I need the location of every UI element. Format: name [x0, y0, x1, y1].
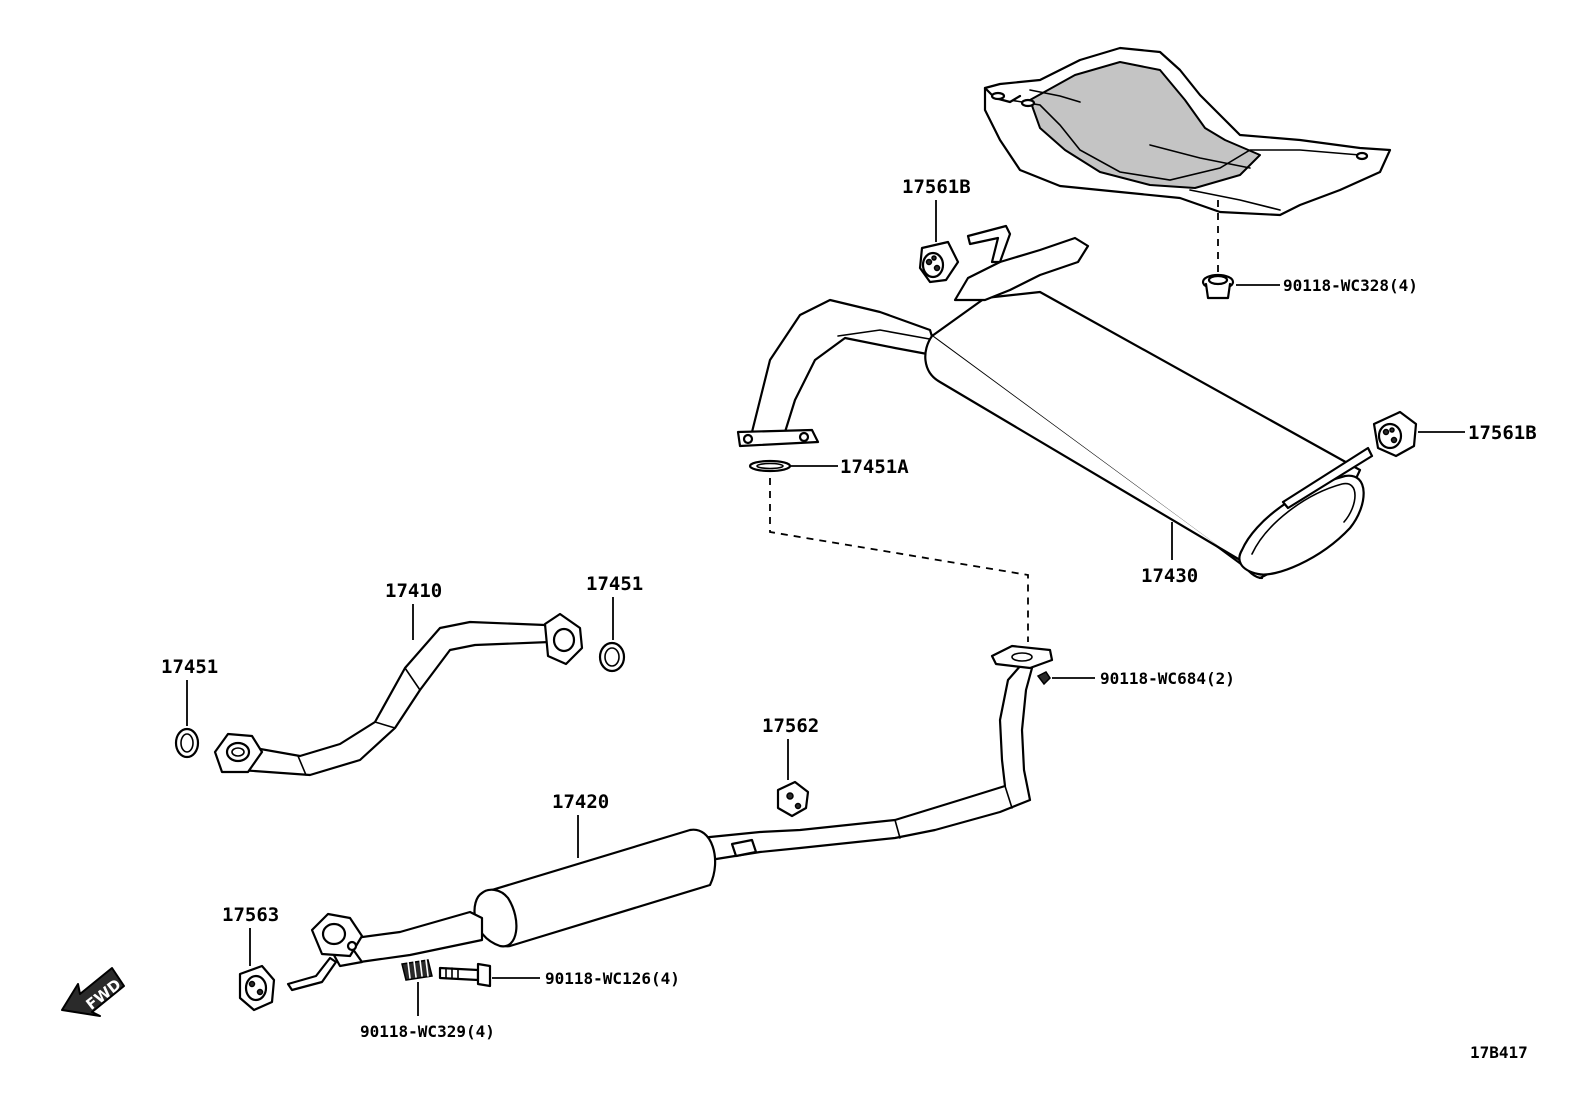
- label-front-pipe: 17410: [385, 580, 442, 602]
- hanger-17563[interactable]: [238, 964, 276, 1012]
- label-gasket-ring-left: 17451: [161, 656, 218, 678]
- gasket-a[interactable]: [748, 459, 792, 473]
- gasket-ring-right[interactable]: [598, 641, 626, 673]
- diagram-id: 17B417: [1470, 1043, 1528, 1062]
- label-hanger-right: 17561B: [1468, 422, 1537, 444]
- nut-wc684[interactable]: [1036, 671, 1051, 686]
- tailpipe-muffler[interactable]: [736, 224, 1374, 580]
- hanger-right[interactable]: [1372, 410, 1418, 458]
- gasket-ring-left[interactable]: [174, 727, 200, 759]
- label-nut-wc684: 90118-WC684(2): [1100, 669, 1235, 688]
- bolt-wc126[interactable]: [438, 962, 492, 988]
- label-hanger-upper: 17561B: [902, 176, 971, 198]
- label-hanger-17563: 17563: [222, 904, 279, 926]
- label-spring-wc329: 90118-WC329(4): [360, 1022, 495, 1041]
- heat-insulator[interactable]: [983, 46, 1392, 217]
- label-center-pipe: 17420: [552, 791, 609, 813]
- bolt-wc328[interactable]: [1201, 273, 1235, 300]
- label-bracket: 17562: [762, 715, 819, 737]
- label-bolt-wc126: 90118-WC126(4): [545, 969, 680, 988]
- label-bolt-wc328: 90118-WC328(4): [1283, 276, 1418, 295]
- label-tailpipe: 17430: [1141, 565, 1198, 587]
- label-gasket-ring-right: 17451: [586, 573, 643, 595]
- bracket-17562[interactable]: [776, 780, 810, 818]
- spring-wc329[interactable]: [401, 959, 433, 981]
- forward-arrow-icon: FWD: [61, 967, 125, 1017]
- center-pipe-muffler[interactable]: [286, 644, 1054, 992]
- hanger-upper[interactable]: [918, 240, 960, 284]
- label-gasket-a: 17451A: [840, 456, 909, 478]
- front-pipe[interactable]: [213, 612, 584, 777]
